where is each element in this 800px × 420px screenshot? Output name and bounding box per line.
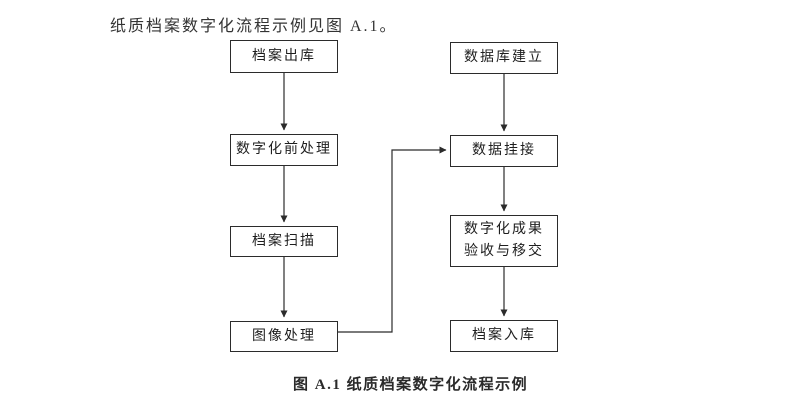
flow-node-archive-scanning: 档案扫描 [230, 226, 338, 257]
flow-node-data-linking: 数据挂接 [450, 135, 558, 167]
figure-caption: 图 A.1 纸质档案数字化流程示例 [293, 377, 529, 393]
flow-node-archive-storage: 档案入库 [450, 320, 558, 352]
flow-node-image-processing: 图像处理 [230, 321, 338, 352]
flow-node-database-setup: 数据库建立 [450, 42, 558, 74]
flow-node-pre-digitization: 数字化前处理 [230, 134, 338, 166]
intro-paragraph: 纸质档案数字化流程示例见图 A.1。 [110, 18, 398, 35]
edge-image-to-link [338, 146, 447, 333]
flow-node-acceptance-transfer: 数字化成果 验收与移交 [450, 215, 558, 267]
flow-node-archive-checkout: 档案出库 [230, 40, 338, 73]
